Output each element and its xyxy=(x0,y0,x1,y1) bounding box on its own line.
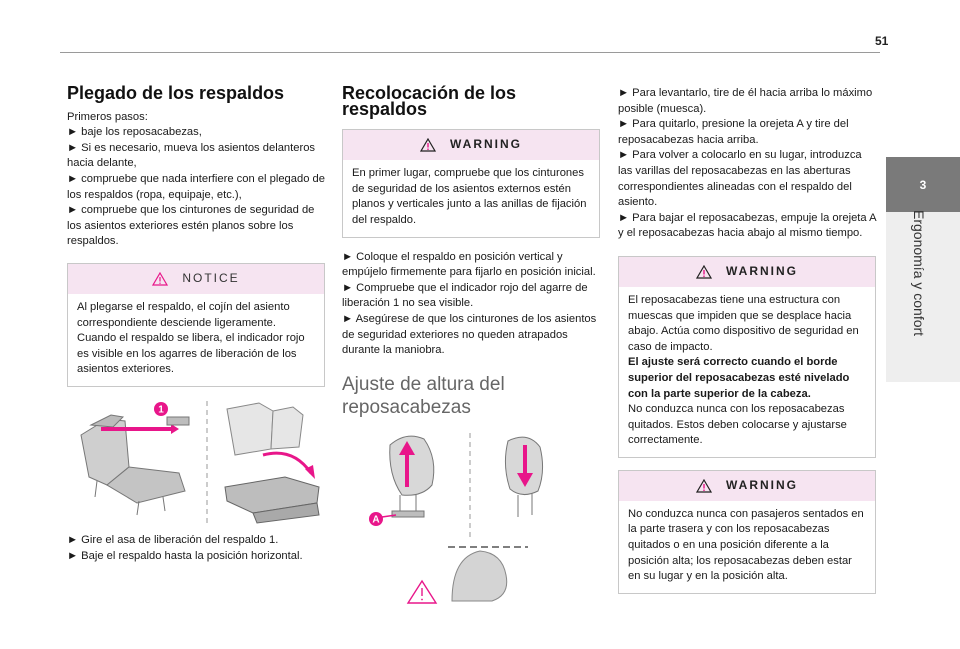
step-line: ► Para volver a colocarlo en su lugar, i… xyxy=(618,149,862,209)
warning-body: No conduzca nunca con pasajeros sentados… xyxy=(619,501,875,593)
warning-triangle-icon xyxy=(406,579,438,604)
warning-triangle-icon xyxy=(696,478,712,493)
intro-line: ► Si es necesario, mueva los asientos de… xyxy=(67,141,316,170)
chapter-side-band xyxy=(886,212,960,382)
warning-text-bold: El ajuste será correcto cuando el borde … xyxy=(628,356,850,400)
step-line: ► Para bajar el reposacabezas, empuje la… xyxy=(618,211,876,240)
warning-text: El reposacabezas tiene una estructura co… xyxy=(628,293,859,353)
warning-text: No conduzca nunca con pasajeros sentados… xyxy=(628,507,864,583)
right-column: ► Para levantarlo, tire de él hacia arri… xyxy=(618,86,876,594)
notice-text: Al plegarse el respaldo, el cojín del as… xyxy=(77,300,290,329)
step-line: ► Para levantarlo, tire de él hacia arri… xyxy=(618,87,873,115)
warning-body: En primer lugar, compruebe que los cintu… xyxy=(343,160,599,236)
release-handle-icon xyxy=(166,416,190,426)
left-column: Plegado de los respaldos Primeros pasos:… xyxy=(67,83,327,564)
subsection-title-headrest: Ajuste de altura del reposacabezas xyxy=(342,373,505,418)
step-line: ► Coloque el respaldo en posición vertic… xyxy=(342,250,596,279)
warning-heading: WARNING xyxy=(450,137,522,152)
notice-box: NOTICE Al plegarse el respaldo, el cojín… xyxy=(67,262,325,387)
headrest-steps: ► Para levantarlo, tire de él hacia arri… xyxy=(618,86,876,242)
warning-triangle-icon xyxy=(152,271,169,286)
callout-a: A xyxy=(372,514,379,525)
notice-heading: NOTICE xyxy=(182,271,240,286)
notice-header: NOTICE xyxy=(68,263,324,294)
intro-line: ► baje los reposacabezas, xyxy=(67,126,202,139)
warning-text: No conduzca nunca con los reposacabezas … xyxy=(628,403,847,447)
section-title-folding: Plegado de los respaldos xyxy=(67,83,285,103)
warning-heading: WARNING xyxy=(726,478,798,493)
warning-text: En primer lugar, compruebe que los cintu… xyxy=(352,167,587,226)
warning-box-headrest-structure: WARNING El reposacabezas tiene una estru… xyxy=(618,255,876,458)
seat-folding-illustration: 1 xyxy=(80,400,320,524)
callout-1: 1 xyxy=(158,404,164,415)
folding-steps: ► Gire el asa de liberación del respaldo… xyxy=(67,533,327,564)
intro-line: ► compruebe que nada interfiere con el p… xyxy=(67,172,325,201)
notice-body: Al plegarse el respaldo, el cojín del as… xyxy=(68,294,324,386)
step-line: ► Asegúrese de que los cinturones de los… xyxy=(342,312,597,357)
chapter-number-tab[interactable]: 3 xyxy=(886,157,960,212)
header-rule xyxy=(60,52,880,53)
warning-header: WARNING xyxy=(619,256,875,287)
repositioning-steps: ► Coloque el respaldo en posición vertic… xyxy=(342,250,602,359)
middle-column: Recolocación de los respaldos WARNING En… xyxy=(342,83,602,605)
intro-line: ► compruebe que los cinturones de seguri… xyxy=(67,204,315,248)
warning-triangle-icon xyxy=(696,264,712,279)
step-line: ► Gire el asa de liberación del respaldo… xyxy=(67,533,279,546)
headrest-illustration: A xyxy=(369,432,544,604)
step-line: ► Para quitarlo, presione la orejeta A y… xyxy=(618,118,849,146)
section-title-repositioning: Recolocación de los respaldos xyxy=(342,83,517,119)
intro-text: Primeros pasos: ► baje los reposacabezas… xyxy=(67,110,327,250)
warning-box-passengers: WARNING No conduzca nunca con pasajeros … xyxy=(618,469,876,594)
page-number: 51 xyxy=(875,34,889,48)
warning-header: WARNING xyxy=(343,130,599,161)
warning-heading: WARNING xyxy=(726,264,798,279)
step-line: ► Compruebe que el indicador rojo del ag… xyxy=(342,281,588,310)
warning-box-seatbelts: WARNING En primer lugar, compruebe que l… xyxy=(342,129,600,238)
warning-body: El reposacabezas tiene una estructura co… xyxy=(619,287,875,457)
warning-triangle-icon xyxy=(420,138,436,152)
notice-text: Cuando el respaldo se libera, el indicad… xyxy=(77,332,305,376)
step-line: ► Baje el respaldo hasta la posición hor… xyxy=(67,549,303,562)
chapter-title: Ergonomía y confort xyxy=(911,210,927,337)
intro-line: Primeros pasos: xyxy=(67,110,148,123)
warning-header: WARNING xyxy=(619,470,875,501)
